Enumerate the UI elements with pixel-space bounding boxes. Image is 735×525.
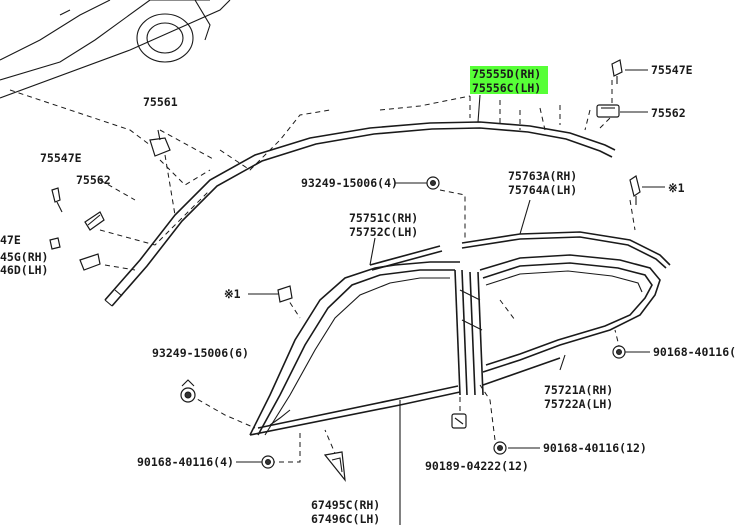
label-47e-cut: 47E xyxy=(0,233,21,247)
clip-75562-top xyxy=(596,104,620,118)
clip-75561 xyxy=(149,129,171,157)
clip-75547e-top xyxy=(611,59,623,84)
label-75555d: 75555D(RH) xyxy=(472,67,541,81)
clip-75547e-left xyxy=(51,187,63,213)
label-leaders xyxy=(236,69,665,525)
label-93249-top: 93249-15006(4) xyxy=(301,176,398,190)
label-75752c: 75752C(LH) xyxy=(349,225,418,239)
label-45g-cut: 45G(RH) xyxy=(0,250,48,264)
label-75547e-top: 75547E xyxy=(651,63,693,77)
label-75561: 75561 xyxy=(143,95,178,109)
label-75763a: 75763A(RH) xyxy=(508,169,577,183)
label-75721a: 75721A(RH) xyxy=(544,383,613,397)
label-90189: 90189-04222(12) xyxy=(425,459,529,473)
label-93249-mid: 93249-15006(6) xyxy=(152,346,249,360)
clip-47e-left xyxy=(49,237,61,250)
label-75722a: 75722A(LH) xyxy=(544,397,613,411)
screw-90168-left xyxy=(261,455,275,469)
screw-90168-bottom xyxy=(493,441,507,455)
label-46d-cut: 46D(LH) xyxy=(0,263,48,277)
label-90168-left: 90168-40116(4) xyxy=(137,455,234,469)
label-75764a: 75764A(LH) xyxy=(508,183,577,197)
screw-90168-right xyxy=(612,345,626,359)
label-75751c: 75751C(RH) xyxy=(349,211,418,225)
roof-drip-molding xyxy=(104,121,616,307)
label-75562-left: 75562 xyxy=(76,173,111,187)
clip-75562-left xyxy=(84,211,105,231)
highlight-75555d xyxy=(470,66,548,80)
label-star1-left: ※1 xyxy=(224,287,241,301)
corner-piece-67495c xyxy=(323,451,346,482)
label-star1-right: ※1 xyxy=(668,181,685,195)
label-75562-top: 75562 xyxy=(651,106,686,120)
roof-leader-lines xyxy=(9,80,613,271)
screw-93249-mid xyxy=(180,379,196,403)
screw-93249-top xyxy=(426,176,440,190)
door-window-frame xyxy=(249,231,671,436)
clip-star-left xyxy=(277,285,293,303)
label-67495c: 67495C(RH) xyxy=(311,498,380,512)
window-leader-lines xyxy=(189,189,636,466)
label-90168-bottom: 90168-40116(12) xyxy=(543,441,647,455)
clip-90189 xyxy=(451,413,467,429)
label-75556c: 75556C(LH) xyxy=(472,81,541,95)
label-90168-right: 90168-40116(4) xyxy=(653,345,735,359)
highlight-75556c xyxy=(470,80,548,94)
part-labels: 75555D(RH) 75556C(LH) 75547E 75562 75561… xyxy=(0,63,735,525)
clip-45g-left xyxy=(79,253,101,271)
label-75547e-left: 75547E xyxy=(40,151,82,165)
label-67496c: 67496C(LH) xyxy=(311,512,380,525)
clip-star-right xyxy=(629,175,641,205)
car-body-outline xyxy=(0,0,231,99)
clip-parts xyxy=(49,59,641,482)
